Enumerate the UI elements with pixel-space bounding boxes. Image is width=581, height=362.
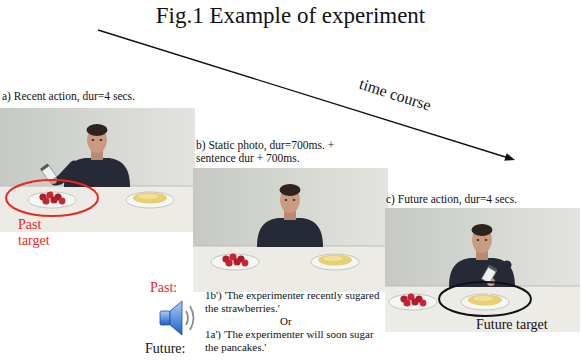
figure-title: Fig.1 Example of experiment [0, 3, 581, 29]
future-target-ring [439, 282, 531, 316]
condition-label: Future: [145, 341, 185, 357]
sentence: 1a') 'The experimenter will soon sugar t… [205, 328, 380, 353]
panel-caption: a) Recent action, dur=4 secs. [2, 90, 135, 103]
photo-static [193, 168, 388, 292]
photo-future-action [385, 208, 580, 332]
axis-label: time course [357, 75, 433, 115]
panel-caption: c) Future action, dur=4 secs. [386, 193, 517, 206]
past-target-ring [6, 180, 98, 216]
panel-caption: b) Static photo, dur=700ms. + sentence d… [196, 139, 361, 165]
speaker-icon [160, 301, 194, 335]
condition-label: Past: [150, 280, 177, 296]
sentence-separator: Or [280, 315, 292, 328]
target-label: Past target [18, 217, 70, 249]
sentence: 1b') 'The experimenter recently sugared … [205, 289, 380, 314]
photo-recent-action [0, 108, 195, 232]
target-label: Future target [476, 317, 548, 333]
